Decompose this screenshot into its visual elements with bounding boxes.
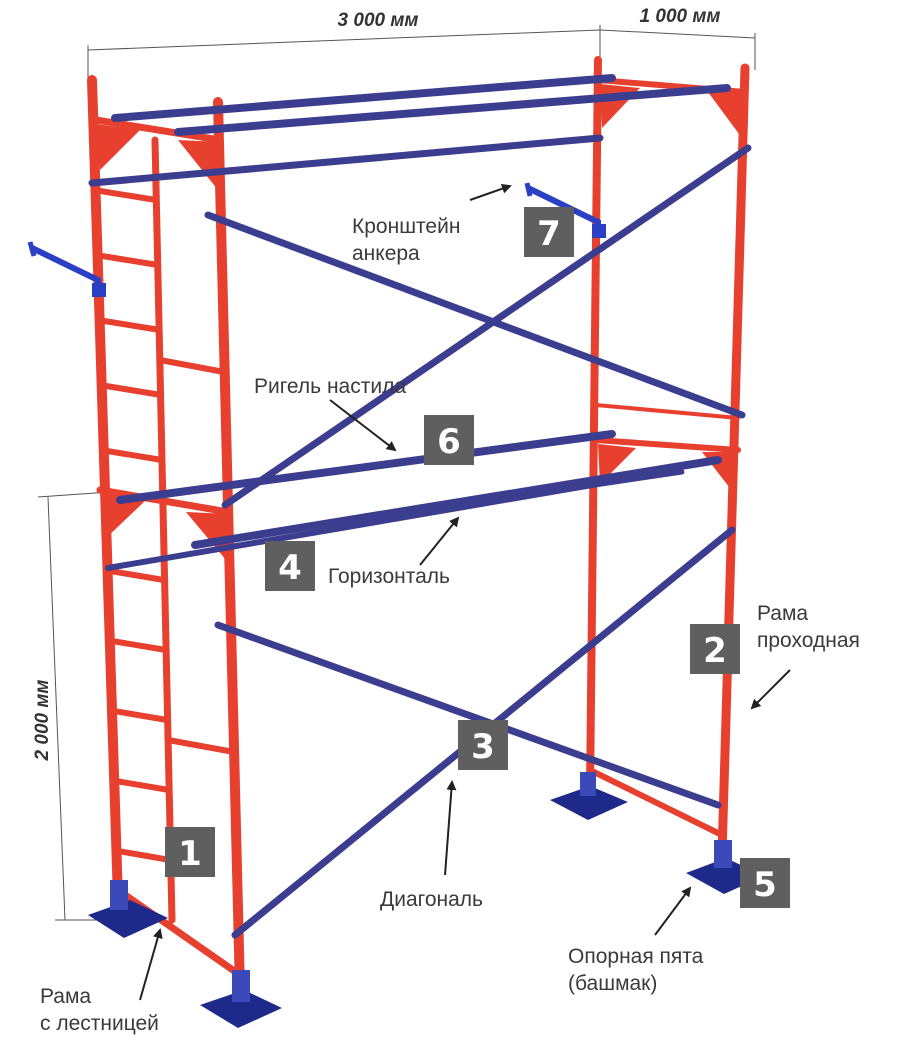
horizontal-back — [105, 481, 601, 571]
ladder-rungs — [93, 187, 235, 863]
badge-2: 2 — [690, 624, 740, 674]
anchor-bracket-left — [27, 241, 106, 297]
svg-text:4: 4 — [278, 548, 302, 588]
ladder-stringer — [151, 136, 176, 924]
top-ledger-1 — [111, 74, 616, 122]
back-frame — [586, 56, 750, 860]
label-5-line-2: (башмак) — [568, 972, 657, 995]
label-4: Горизонталь — [328, 565, 450, 588]
base-plate-back-left — [550, 772, 628, 820]
base-plate-front-inner — [200, 970, 282, 1028]
depth-dimension-label: 1 000 мм — [640, 6, 721, 27]
arrow-1 — [139, 928, 163, 1001]
base-plates — [88, 772, 764, 1028]
anchor-brackets — [27, 182, 606, 297]
badge-4: 4 — [265, 541, 315, 591]
length-dimension-line — [87, 29, 601, 51]
diagonal-upper-2 — [221, 144, 752, 509]
label-1-line-2: с лестницей — [40, 1012, 159, 1035]
back-frame-gussets — [598, 84, 745, 496]
arrow-2 — [750, 669, 791, 710]
top-ledger-back — [88, 134, 604, 187]
back-mid-rail-upper — [594, 403, 740, 420]
depth-dimension-line — [599, 29, 756, 39]
top-ledger-2 — [174, 84, 731, 136]
arrow-5 — [654, 886, 692, 936]
badge-3: 3 — [458, 720, 508, 770]
badge-1: 1 — [165, 827, 215, 877]
label-2-line-1: Рама — [757, 602, 808, 625]
deck-transom-1 — [116, 430, 616, 504]
diagonal-lower-1 — [214, 621, 722, 809]
svg-text:5: 5 — [753, 865, 777, 905]
part-badges: 1 2 3 4 5 6 7 — [165, 207, 790, 908]
arrow-7 — [469, 183, 512, 201]
height-dimension-label: 2 000 мм — [32, 680, 53, 762]
front-frame-gussets — [96, 124, 228, 560]
svg-text:1: 1 — [178, 834, 202, 874]
base-plate-front-outer — [88, 880, 168, 938]
callout-arrows — [139, 183, 791, 1001]
dimension-lines — [37, 25, 756, 921]
diagonal-upper-1 — [204, 211, 746, 419]
svg-text:6: 6 — [437, 422, 461, 462]
front-top-rail — [92, 116, 224, 144]
front-bottom-rail — [114, 886, 244, 979]
label-2-line-2: проходная — [757, 629, 860, 652]
label-6: Ригель настила — [254, 375, 406, 398]
svg-text:2: 2 — [703, 631, 727, 671]
back-bottom-rail — [587, 767, 725, 838]
length-dimension-label: 3 000 мм — [338, 10, 419, 31]
label-3: Диагональ — [380, 888, 483, 911]
badge-5: 5 — [740, 858, 790, 908]
badge-6: 6 — [424, 415, 474, 465]
arrow-3 — [444, 780, 457, 876]
label-7-line-1: Кронштейн — [352, 215, 460, 238]
label-7-line-2: анкера — [352, 242, 420, 265]
anchor-bracket-right — [524, 182, 606, 238]
height-dimension-line — [47, 496, 66, 921]
svg-text:7: 7 — [537, 214, 561, 254]
arrow-6 — [329, 399, 397, 452]
back-post-left — [586, 56, 602, 794]
svg-text:3: 3 — [471, 727, 495, 767]
part-labels: Рама с лестницей Рама проходная Диагонал… — [40, 215, 860, 1035]
label-5-line-1: Опорная пята — [568, 945, 704, 968]
label-1-line-1: Рама — [40, 985, 91, 1008]
arrow-4 — [419, 516, 460, 566]
back-mid-rail — [593, 437, 741, 453]
front-mid-rail — [96, 486, 232, 516]
badge-7: 7 — [524, 207, 574, 257]
